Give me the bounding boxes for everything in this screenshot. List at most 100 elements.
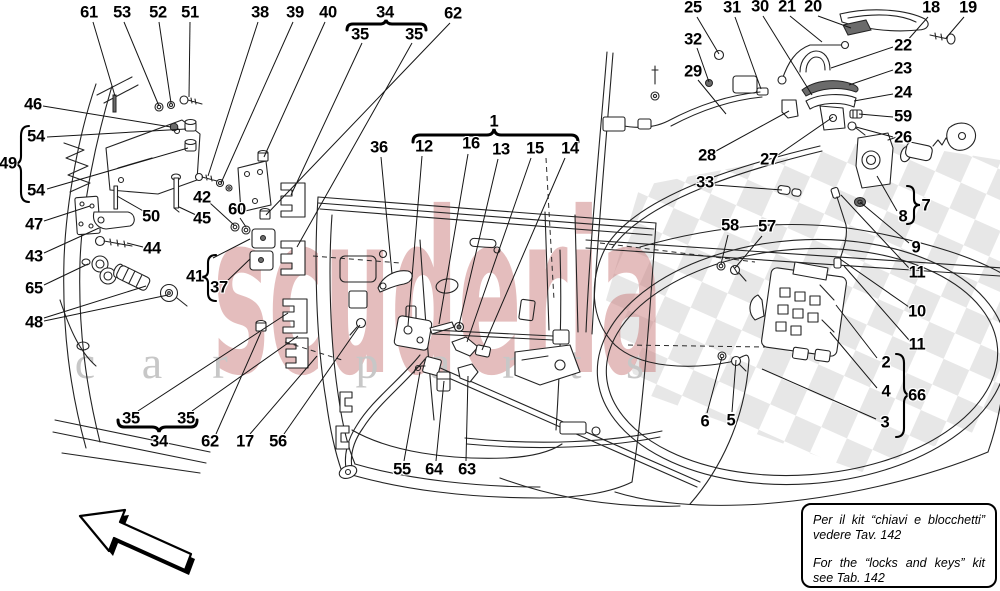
leader-32	[696, 47, 710, 83]
callout-45: 45	[193, 209, 211, 228]
leader-63	[465, 375, 469, 462]
callout-24: 24	[894, 83, 912, 102]
leader-64	[435, 380, 445, 462]
leader-30	[762, 15, 813, 96]
callout-17: 17	[236, 432, 254, 451]
callout-61: 61	[80, 3, 98, 22]
callout-11b: 11	[908, 335, 926, 354]
leader-25	[696, 16, 720, 55]
gasket-23	[801, 80, 859, 97]
leader-62b	[215, 331, 262, 435]
leader-35b1	[137, 312, 289, 412]
u-clip-22	[799, 50, 831, 73]
callout-35b1: 35	[122, 409, 140, 428]
callout-9: 9	[911, 238, 921, 257]
key-head	[946, 122, 977, 151]
leader-16	[438, 153, 469, 325]
leader-17	[249, 355, 318, 435]
callout-65: 65	[25, 279, 43, 298]
callout-47: 47	[25, 215, 43, 234]
callout-30: 30	[751, 0, 769, 16]
bolt-38	[194, 172, 218, 182]
leader-61	[92, 21, 116, 97]
leader-57	[734, 235, 763, 269]
washer-60	[241, 225, 251, 235]
callout-34t: 34	[376, 3, 394, 22]
leader-39	[220, 21, 294, 184]
door-side-hinge-parts	[194, 149, 309, 369]
bushing-40	[257, 149, 269, 162]
leader-11b	[843, 265, 910, 341]
callout-14: 14	[561, 139, 579, 158]
callout-10: 10	[908, 302, 926, 321]
leader-35b2	[191, 335, 299, 412]
washer-42	[230, 222, 240, 232]
bolt-44	[94, 235, 133, 248]
watermark-letter-3: p	[356, 337, 379, 388]
callout-16: 16	[462, 134, 480, 153]
dashed-reference-lines	[284, 157, 766, 361]
callout-35t2: 35	[405, 25, 423, 44]
callout-3: 3	[880, 413, 890, 432]
note-it-line1: Per il kit “chiavi e blocchetti”	[813, 513, 985, 527]
leader-11a	[840, 194, 910, 269]
washer-58	[716, 261, 726, 271]
leader-55	[403, 371, 421, 462]
leader-40	[263, 21, 326, 158]
watermark-letter-5: r	[502, 337, 517, 388]
cable-29	[602, 91, 763, 132]
leader-65	[43, 263, 89, 286]
leader-47	[43, 205, 91, 222]
nut-25	[713, 49, 725, 61]
watermark-letter-1: a	[142, 337, 162, 388]
screw-57	[729, 264, 747, 282]
leader-42	[209, 202, 235, 226]
callout-60: 60	[228, 200, 246, 219]
callout-39: 39	[286, 3, 304, 22]
callout-11a: 11	[908, 263, 926, 282]
leader-21	[789, 15, 823, 43]
leader-19	[945, 16, 965, 39]
leader-48	[43, 285, 147, 319]
leader-52	[158, 21, 172, 104]
callout-22: 22	[894, 36, 912, 55]
leader-35t2	[296, 42, 413, 248]
nut-32	[705, 79, 713, 87]
callout-51: 51	[181, 3, 199, 22]
callout-40: 40	[319, 3, 337, 22]
callout-52: 52	[149, 3, 167, 22]
latch-and-cables	[335, 145, 847, 505]
lever-63	[457, 363, 479, 383]
bottom-cable	[338, 354, 426, 479]
lock-cylinder-key-set	[900, 122, 977, 163]
grip-sleeve-20	[842, 19, 872, 36]
hinge-arm-43	[92, 211, 135, 230]
door-shell	[422, 51, 1000, 507]
leader-22	[830, 46, 894, 69]
callout-42: 42	[193, 188, 211, 207]
pin-50	[113, 185, 119, 210]
leader-51	[188, 21, 191, 98]
callout-5: 5	[726, 411, 736, 430]
hinge-plate-41	[251, 228, 276, 249]
lock-mount-bracket-7	[855, 132, 901, 189]
leader-26	[855, 126, 894, 138]
leader-33	[714, 184, 783, 191]
leader-2	[835, 304, 878, 359]
callout-31: 31	[723, 0, 741, 17]
callout-49: 49	[0, 154, 17, 173]
leader-28	[715, 110, 790, 152]
leader-6	[706, 356, 723, 414]
callout-57: 57	[758, 217, 776, 236]
note-it-line2: vedere Tav. 142	[813, 528, 902, 543]
callout-64: 64	[425, 460, 443, 479]
washer-6	[717, 351, 727, 361]
callout-26: 26	[894, 128, 912, 147]
exterior-handle-mechanism	[602, 9, 977, 269]
leader-35t1	[290, 42, 363, 196]
callout-33: 33	[696, 173, 714, 192]
leader-20	[817, 15, 852, 29]
leader-9	[859, 201, 910, 244]
leader-10	[839, 258, 910, 308]
